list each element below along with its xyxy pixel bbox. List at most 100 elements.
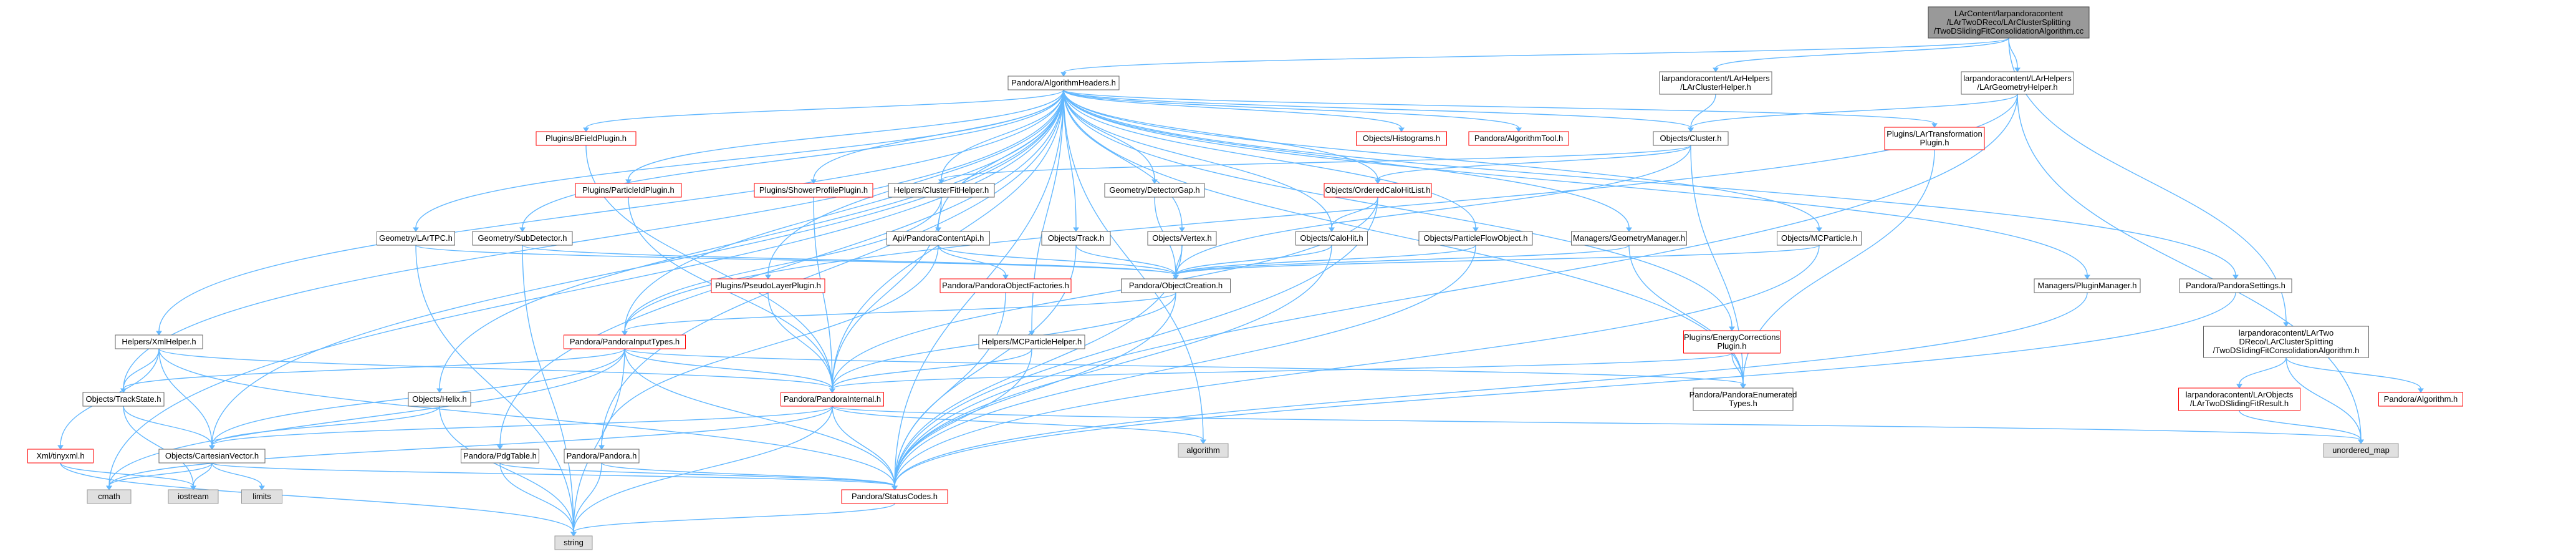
node-box bbox=[940, 278, 1072, 293]
node-algorithmTool[interactable]: Pandora/AlgorithmTool.h bbox=[1468, 131, 1569, 146]
node-box bbox=[1007, 75, 1120, 90]
node-larGeometryHelper[interactable]: larpandoracontent/LArHelpers/LArGeometry… bbox=[1961, 71, 2074, 95]
node-label: /LArTwoDSlidingFitResult.h bbox=[2190, 399, 2289, 408]
node-label: Plugins/PseudoLayerPlugin.h bbox=[715, 281, 821, 290]
node-label: /TwoDSlidingFitConsolidationAlgorithm.h bbox=[2213, 346, 2360, 355]
edge-line bbox=[894, 292, 1006, 487]
edge-line bbox=[624, 292, 1176, 332]
include-edge-geometryManager-to-enumeratedTypes bbox=[1628, 245, 1746, 389]
include-edge-consolidationHeader-to-twoDSlidingFitResult bbox=[2236, 357, 2287, 389]
node-label: Pandora/ObjectCreation.h bbox=[1129, 281, 1223, 290]
node-detectorGap[interactable]: Geometry/DetectorGap.h bbox=[1104, 183, 1205, 198]
node-pandoraContentApi[interactable]: Api/PandoraContentApi.h bbox=[887, 231, 990, 246]
node-root[interactable]: LArContent/larpandoracontent/LArTwoDReco… bbox=[1928, 6, 2090, 39]
edge-line bbox=[211, 462, 262, 487]
node-label: limits bbox=[252, 492, 271, 501]
include-edge-statusCodes-to-string bbox=[570, 503, 895, 537]
node-box bbox=[1571, 231, 1687, 246]
node-subDetector[interactable]: Geometry/SubDetector.h bbox=[472, 231, 573, 246]
node-pfo[interactable]: Objects/ParticleFlowObject.h bbox=[1418, 231, 1533, 246]
node-limits: limits bbox=[241, 489, 282, 504]
edge-line bbox=[158, 348, 833, 389]
node-pandora[interactable]: Pandora/Pandora.h bbox=[564, 449, 640, 464]
node-statusCodes[interactable]: Pandora/StatusCodes.h bbox=[841, 489, 948, 504]
node-pdgTable[interactable]: Pandora/PdgTable.h bbox=[461, 449, 539, 464]
node-track[interactable]: Objects/Track.h bbox=[1041, 231, 1111, 246]
node-box bbox=[1659, 71, 1772, 95]
node-showerProfilePlugin[interactable]: Plugins/ShowerProfilePlugin.h bbox=[754, 183, 873, 198]
edge-line bbox=[1063, 89, 1476, 228]
node-unorderedMap: unordered_map bbox=[2323, 443, 2399, 458]
edge-line bbox=[499, 462, 574, 533]
node-label: Plugin.h bbox=[1718, 341, 1747, 351]
node-orderedCaloHitList[interactable]: Objects/OrderedCaloHitList.h bbox=[1324, 183, 1432, 198]
node-label: Objects/Vertex.h bbox=[1152, 233, 1211, 243]
node-vertex[interactable]: Objects/Vertex.h bbox=[1147, 231, 1217, 246]
edge-arrowhead bbox=[1473, 227, 1479, 232]
node-label: Plugins/LArTransformation bbox=[1886, 129, 1982, 139]
node-inputTypes[interactable]: Pandora/PandoraInputTypes.h bbox=[564, 334, 686, 349]
edge-line bbox=[624, 348, 895, 487]
node-label: Managers/GeometryManager.h bbox=[1573, 233, 1685, 243]
edge-line bbox=[941, 89, 1064, 180]
node-label: Plugins/BFieldPlugin.h bbox=[545, 134, 627, 143]
node-mcParticle[interactable]: Objects/MCParticle.h bbox=[1777, 231, 1862, 246]
node-twoDSlidingFitResult[interactable]: larpandoracontent/LArObjects/LArTwoDSlid… bbox=[2178, 387, 2300, 411]
node-objectFactories[interactable]: Pandora/PandoraObjectFactories.h bbox=[940, 278, 1072, 293]
edge-line bbox=[193, 462, 213, 487]
edge-line bbox=[415, 89, 1064, 228]
node-pluginManager[interactable]: Managers/PluginManager.h bbox=[2034, 278, 2141, 293]
node-histograms[interactable]: Objects/Histograms.h bbox=[1356, 131, 1447, 146]
include-edge-xmlHelper-to-pandoraInternal bbox=[158, 348, 835, 393]
node-box bbox=[472, 231, 573, 246]
include-edge-orderedCaloHitList-to-caloHit bbox=[1329, 197, 1378, 232]
include-edge-pandoraContentApi-to-objectCreation bbox=[938, 245, 1179, 280]
node-larTpc[interactable]: Geometry/LArTPC.h bbox=[377, 231, 455, 246]
edge-arrowhead bbox=[1740, 384, 1746, 389]
node-geometryManager[interactable]: Managers/GeometryManager.h bbox=[1571, 231, 1687, 246]
edge-line bbox=[894, 245, 1820, 487]
node-cartesianVector[interactable]: Objects/CartesianVector.h bbox=[158, 449, 266, 464]
node-consolidationHeader[interactable]: larpandoracontent/LArTwoDReco/LArCluster… bbox=[2203, 326, 2369, 358]
edge-arrowhead bbox=[598, 445, 605, 450]
node-string: string bbox=[554, 535, 593, 550]
include-edge-algorithmHeaders-to-pfo bbox=[1063, 89, 1479, 232]
node-pseudoLayerPlugin[interactable]: Plugins/PseudoLayerPlugin.h bbox=[711, 278, 825, 293]
node-larClusterHelper[interactable]: larpandoracontent/LArHelpers/LArClusterH… bbox=[1659, 71, 1772, 95]
node-trackState[interactable]: Objects/TrackState.h bbox=[82, 392, 165, 407]
node-label: Geometry/LArTPC.h bbox=[379, 233, 453, 243]
node-tinyxml[interactable]: Xml/tinyxml.h bbox=[27, 449, 94, 464]
node-box bbox=[377, 231, 455, 246]
node-particleIdPlugin[interactable]: Plugins/ParticleIdPlugin.h bbox=[575, 183, 682, 198]
include-edge-algorithmHeaders-to-pdgTable bbox=[497, 89, 1064, 450]
include-edge-cartesianVector-to-iostream bbox=[190, 462, 213, 490]
edge-line bbox=[938, 245, 1176, 276]
node-xmlHelper[interactable]: Helpers/XmlHelper.h bbox=[115, 334, 203, 349]
include-edge-caloHit-to-objectCreation bbox=[1173, 245, 1332, 280]
include-edge-inputTypes-to-string bbox=[570, 348, 625, 537]
node-pandoraSettings[interactable]: Pandora/PandoraSettings.h bbox=[2179, 278, 2292, 293]
node-label: Pandora/Algorithm.h bbox=[2384, 394, 2458, 404]
edge-line bbox=[1063, 89, 2236, 276]
node-helix[interactable]: Objects/Helix.h bbox=[408, 392, 471, 407]
node-algorithm[interactable]: Pandora/Algorithm.h bbox=[2378, 392, 2463, 407]
node-pandoraInternal[interactable]: Pandora/PandoraInternal.h bbox=[781, 392, 884, 407]
include-edge-algorithmHeaders-to-algorithmTool bbox=[1063, 89, 1522, 132]
edge-line bbox=[1063, 89, 1402, 129]
node-mcParticleHelper[interactable]: Helpers/MCParticleHelper.h bbox=[978, 334, 1085, 349]
node-cluster[interactable]: Objects/Cluster.h bbox=[1653, 131, 1729, 146]
edge-line bbox=[60, 462, 574, 533]
node-objectCreation[interactable]: Pandora/ObjectCreation.h bbox=[1121, 278, 1231, 293]
edge-line bbox=[624, 94, 2018, 332]
node-clusterFitHelper[interactable]: Helpers/ClusterFitHelper.h bbox=[888, 183, 995, 198]
node-caloHit[interactable]: Objects/CaloHit.h bbox=[1295, 231, 1368, 246]
node-bFieldPlugin[interactable]: Plugins/BFieldPlugin.h bbox=[536, 131, 637, 146]
edge-line bbox=[573, 406, 833, 533]
edge-line bbox=[2285, 357, 2421, 389]
node-label: Geometry/SubDetector.h bbox=[478, 233, 567, 243]
node-box bbox=[461, 449, 539, 464]
node-algorithmHeaders[interactable]: Pandora/AlgorithmHeaders.h bbox=[1007, 75, 1120, 90]
